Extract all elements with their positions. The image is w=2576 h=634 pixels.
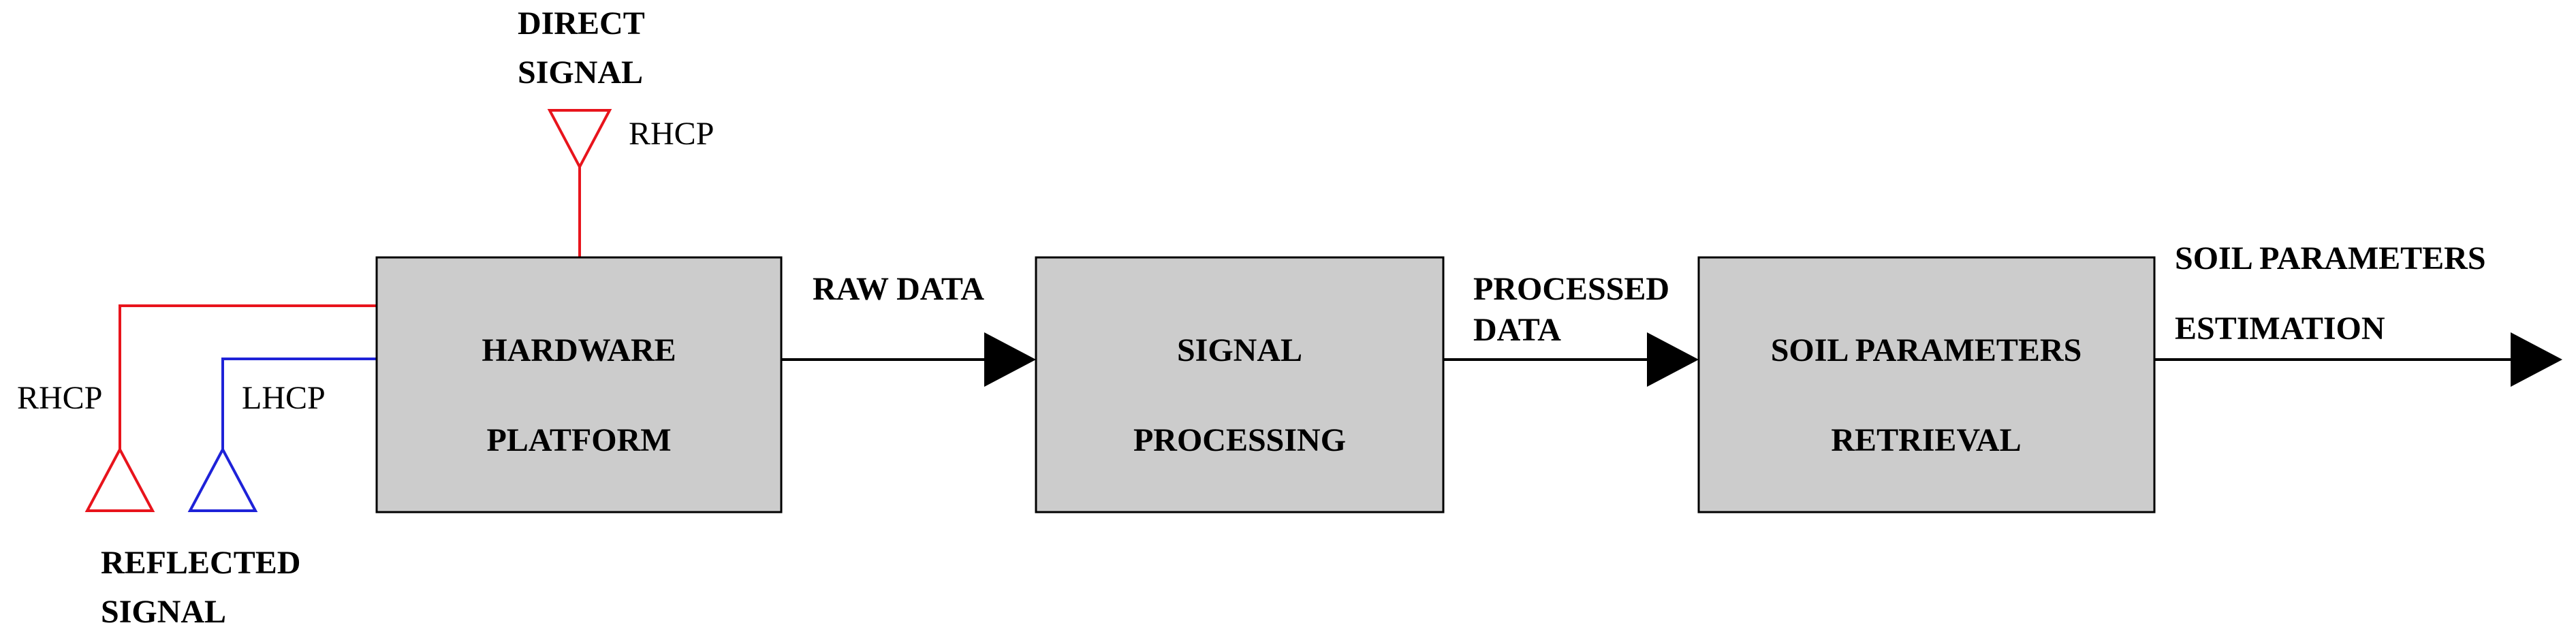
rhcp-antenna-icon [84,446,155,512]
output-label-line1: SOIL PARAMETERS [2175,240,2486,276]
raw-data-arrow [781,332,1036,387]
reflected-signal-label-line1: REFLECTED [101,545,300,581]
hardware-label-line2: PLATFORM [486,422,671,458]
rhcp-feed-line [119,304,377,449]
retrieval-label-line1: SOIL PARAMETERS [1771,332,2082,368]
arrowhead-icon [1647,332,1699,387]
output-label-line2: ESTIMATION [2175,311,2385,347]
reflected-signal-label-line2: SIGNAL [101,594,226,630]
lhcp-feed-line [221,358,377,449]
hardware-platform-block [375,256,783,513]
soil-parameters-retrieval-block [1697,256,2156,513]
reflected-rhcp-label: RHCP [17,380,102,416]
lhcp-antenna-icon [187,446,258,512]
arrowhead-icon [2511,332,2562,387]
raw-data-label: RAW DATA [813,271,984,307]
output-arrow [2154,332,2562,387]
signal-processing-label-line1: SIGNAL [1177,332,1302,368]
direct-antenna [547,109,612,257]
direct-rhcp-label: RHCP [629,116,714,152]
processed-data-arrow [1443,332,1699,387]
arrowhead-icon [984,332,1036,387]
reflected-lhcp-antenna [187,358,377,512]
signal-processing-block [1035,256,1445,513]
hardware-label-line1: HARDWARE [482,332,676,368]
direct-signal-label-line2: SIGNAL [518,54,643,91]
processed-data-label-line2: DATA [1473,312,1561,348]
direct-signal-label-line1: DIRECT [518,5,645,42]
processed-data-label-line1: PROCESSED [1473,271,1669,307]
retrieval-label-line2: RETRIEVAL [1831,422,2021,458]
direct-antenna-icon [547,109,612,170]
reflected-rhcp-antenna [84,304,377,512]
reflected-lhcp-label: LHCP [242,380,326,416]
signal-processing-label-line2: PROCESSING [1133,422,1346,458]
